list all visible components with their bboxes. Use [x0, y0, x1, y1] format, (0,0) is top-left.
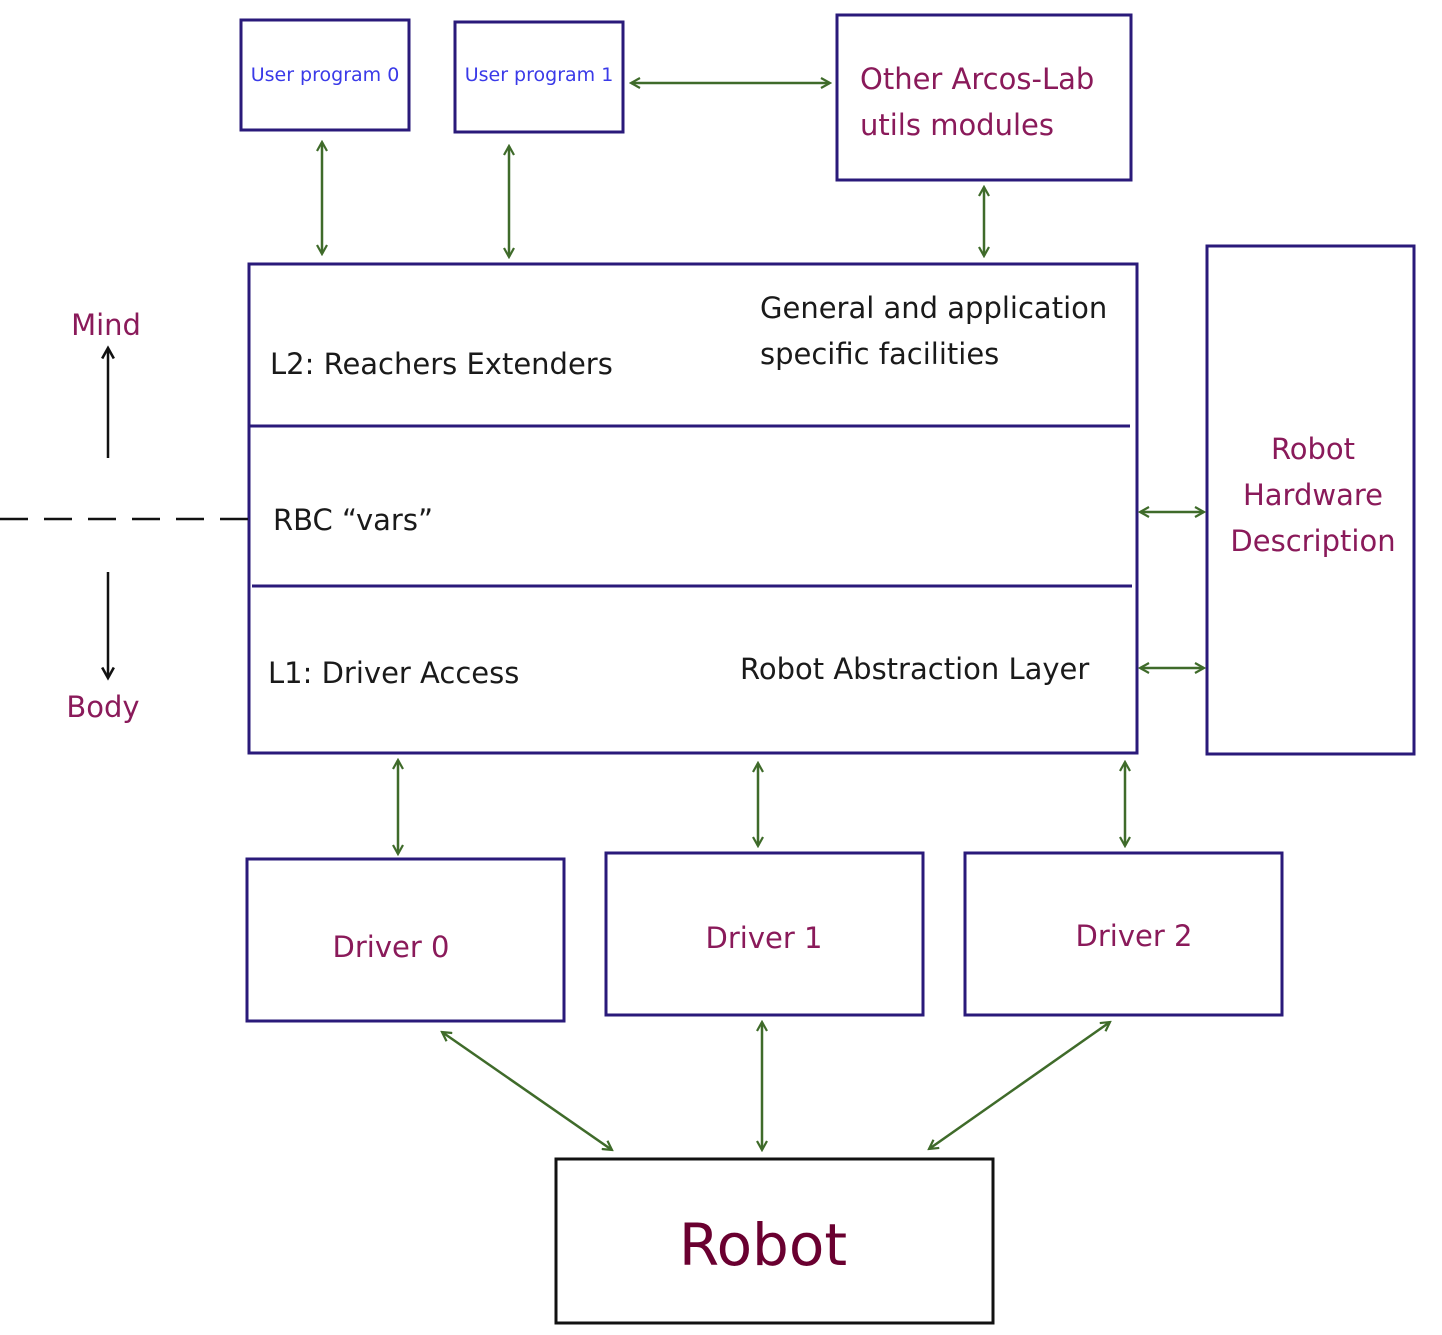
mind-label: Mind: [71, 308, 141, 342]
l2-description-line2: specific facilities: [760, 337, 999, 371]
hardware-description-box: Robot Hardware Description: [1205, 244, 1416, 756]
user-program-1-box: User program 1: [453, 20, 625, 134]
other-modules-box: Other Arcos-Lab utils modules: [835, 13, 1133, 182]
robot-label: Robot: [679, 1211, 847, 1279]
hardware-label-line2: Hardware: [1243, 478, 1383, 512]
l1-label: L1: Driver Access: [268, 656, 519, 690]
driver-0-label: Driver 0: [333, 930, 450, 964]
driver-1-label: Driver 1: [706, 921, 823, 955]
other-modules-label-line1: Other Arcos-Lab: [860, 62, 1094, 96]
other-modules-label-line2: utils modules: [860, 108, 1054, 142]
driver-0-box: Driver 0: [245, 857, 566, 1023]
driver-2-label: Driver 2: [1076, 919, 1193, 953]
l1-description: Robot Abstraction Layer: [740, 652, 1089, 686]
driver-1-box: Driver 1: [604, 851, 925, 1017]
arrow-driver-0-robot: [442, 1032, 612, 1150]
main-layer-box: L2: Reachers Extenders General and appli…: [247, 262, 1139, 755]
l2-description-line1: General and application: [760, 291, 1107, 325]
driver-2-box: Driver 2: [963, 851, 1284, 1017]
body-label: Body: [66, 690, 139, 724]
rbc-vars-label: RBC “vars”: [273, 503, 433, 537]
user-program-1-label: User program 1: [465, 64, 614, 86]
user-program-0-box: User program 0: [239, 18, 411, 132]
hardware-label-line3: Description: [1230, 524, 1395, 558]
l2-label: L2: Reachers Extenders: [270, 347, 613, 381]
hardware-label-line1: Robot: [1271, 432, 1355, 466]
robot-box: Robot: [554, 1157, 995, 1325]
arrow-driver-2-robot: [929, 1022, 1110, 1149]
user-program-0-label: User program 0: [251, 64, 400, 86]
